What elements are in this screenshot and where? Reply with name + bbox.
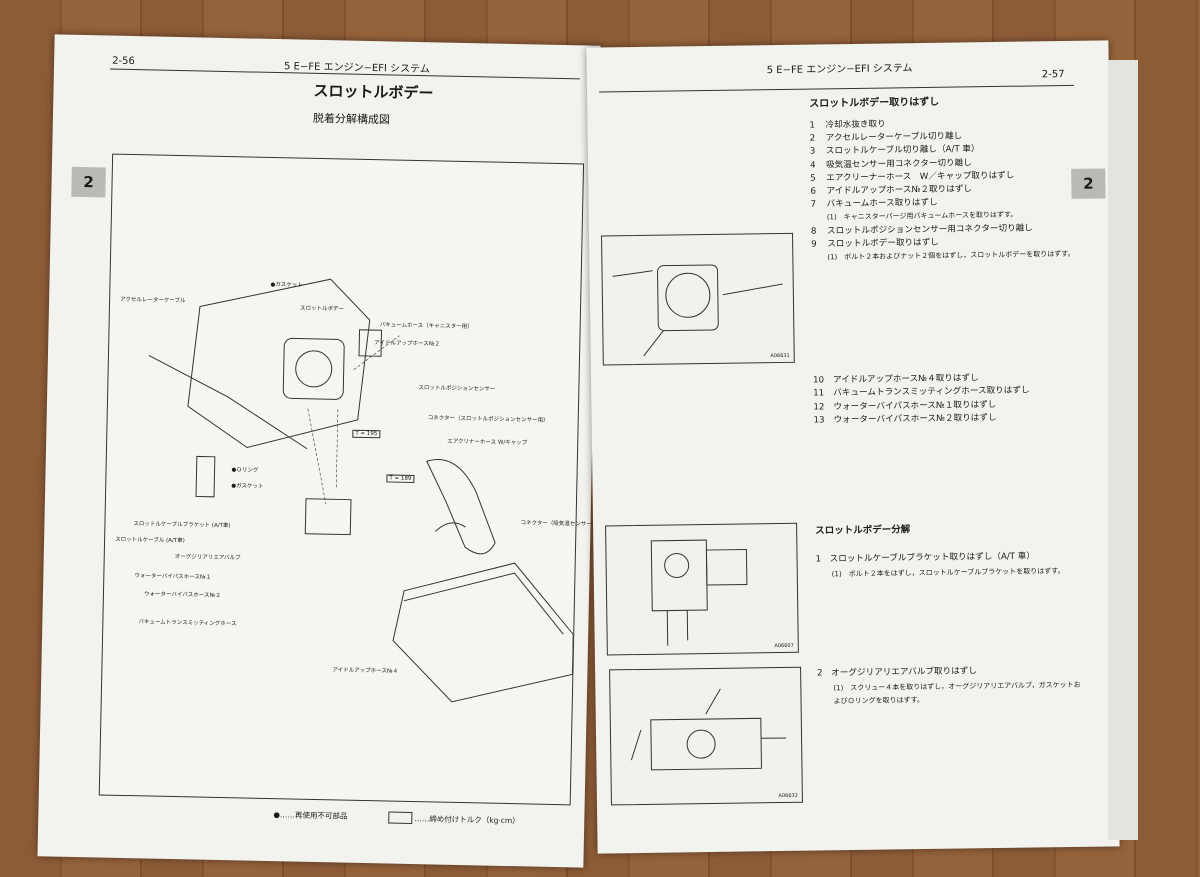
- cable-line: [148, 354, 308, 450]
- torque-box-swatch: [388, 811, 413, 825]
- left-page: 2-56 5 E−FE エンジン−EFI システム スロットルボデー 脱着分解構…: [37, 34, 601, 868]
- label-throttle-body: スロットルボデー: [299, 305, 345, 313]
- tps-shape: [358, 329, 383, 357]
- label-idle-up-hose4: アイドルアップホース№４: [332, 667, 399, 675]
- disassembly-note-2: (1) スクリュー４本を取りはずし，オーグジリアリエアバルブ，ガスケットおよびＯ…: [833, 680, 1081, 706]
- legend-torque: ……締め付けトルク（kg·cm）: [388, 811, 520, 827]
- air-cleaner-shape: [392, 562, 574, 703]
- section-tab: 2: [71, 166, 106, 198]
- label-connector-temp: コネクター（吸気温センサー用）: [520, 520, 601, 528]
- label-tps: スロットルポジションセンサー: [418, 385, 496, 393]
- label-water-bypass1: ウォーターバイパスホース№１: [134, 573, 212, 581]
- torque-box-2: T = 189: [386, 474, 415, 484]
- figure-drawing: [630, 688, 787, 771]
- figure-drawing: [612, 264, 783, 357]
- page-number: 2-56: [112, 55, 135, 68]
- figure-code: A06632: [778, 792, 798, 800]
- diagram-drawing: [148, 278, 574, 703]
- figure-code: A06631: [770, 352, 790, 360]
- aux-valve-shape: [304, 498, 352, 536]
- label-throttle-cable: スロットルケーブル (A/T車): [115, 536, 185, 545]
- disassembly-note-1: (1) ボルト２本をはずし，スロットルケーブルブラケットを取りはずす。: [831, 567, 1065, 579]
- torque-box-1: T = 195: [352, 429, 381, 439]
- figure-code: A06607: [774, 642, 794, 650]
- page-title: スロットルボデー: [313, 81, 434, 103]
- figure-drawing: [650, 539, 748, 646]
- legend-torque-text: ……締め付けトルク（kg·cm）: [414, 813, 520, 825]
- disassembly-step-1: 1 スロットルケーブルブラケット取りはずし（A/T 車）: [815, 551, 1035, 565]
- step-note: (1) ボルト２本およびナット２個をはずし，スロットルボデーを取りはずす。: [827, 249, 1075, 262]
- bracket-shape: [195, 455, 216, 498]
- header-rule: [599, 84, 1074, 93]
- removal-title: スロットルボデー取りはずし: [809, 96, 940, 110]
- right-page: 5 E−FE エンジン−EFI システム 2-57 2 スロットルボデー取りはず…: [586, 40, 1120, 854]
- throttle-body-shape: [282, 337, 345, 400]
- disassembly-step-2: 2 オーグジリアリエアバルブ取りはずし: [817, 666, 978, 679]
- label-idle-up-hose2: アイドルアップホース№２: [374, 340, 440, 348]
- label-gasket2: ●ガスケット: [231, 483, 264, 490]
- exploded-diagram: アクセルレーターケーブル ●ガスケット スロットルボデー バキュームホース（キャ…: [98, 153, 601, 806]
- page-number: 2-57: [1041, 69, 1065, 81]
- figure-bracket-removal: A06607: [605, 522, 799, 656]
- label-accel-cable: アクセルレーターケーブル: [120, 296, 186, 305]
- page-header: 5 E−FE エンジン−EFI システム: [766, 63, 913, 77]
- page-stack-edge: [1108, 60, 1138, 840]
- figure-throttle-body-installed: A06631: [601, 232, 795, 366]
- air-hose-shape: [426, 459, 496, 555]
- label-gasket-top: ●ガスケット: [270, 281, 303, 289]
- label-air-cleaner-hose: エアクリナーホース W/キャップ: [447, 438, 528, 447]
- label-aux-air-valve: オーグジリアリエアバルブ: [174, 554, 241, 562]
- legend-nonreusable: ●……再使用不可部品: [273, 810, 348, 821]
- intake-manifold-shape: [187, 278, 371, 449]
- page-subtitle: 脱着分解構成図: [312, 111, 391, 127]
- label-water-bypass2: ウォーターバイパスホース№２: [143, 591, 221, 599]
- label-o-ring: ●Ｏリング: [231, 467, 259, 474]
- disassembly-title: スロットルボデー分解: [815, 524, 911, 537]
- figure-aux-valve-removal: A06632: [609, 666, 803, 806]
